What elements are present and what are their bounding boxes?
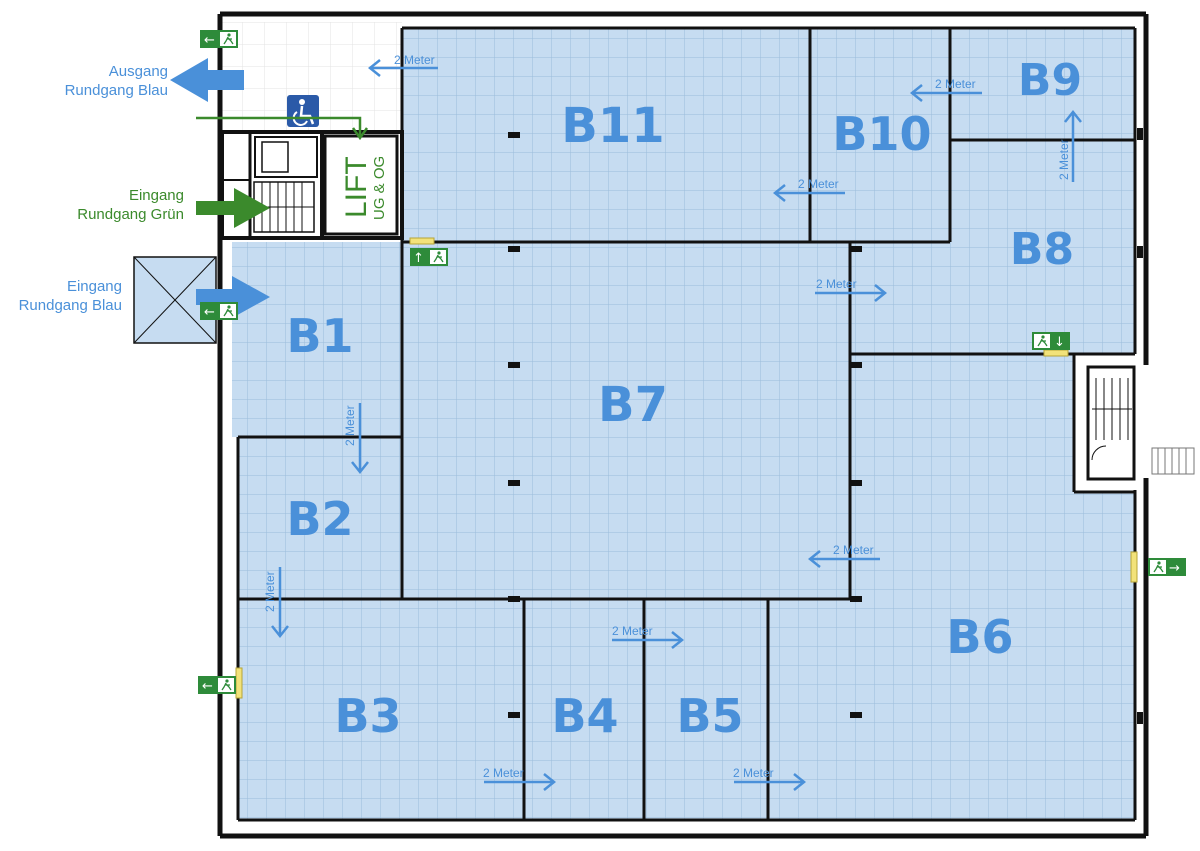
room-label-B7: B7	[598, 377, 668, 433]
outer-walls	[217, 11, 1149, 839]
green-route-arrow	[196, 116, 369, 141]
distance-label: 2 Meter	[263, 571, 277, 612]
room-fills	[232, 28, 1135, 820]
exit-label-line2: Rundgang Blau	[64, 82, 168, 99]
room-label-B3: B3	[334, 689, 401, 743]
distance-label: 2 Meter	[816, 277, 857, 291]
distance-label: 2 Meter	[483, 766, 524, 780]
distance-label: 2 Meter	[798, 177, 839, 191]
svg-text:↑: ↑	[413, 251, 424, 266]
exit-label-line1: Ausgang	[108, 63, 168, 80]
distance-labels: 2 Meter 2 Meter 2 Meter 2 Meter 2 Meter …	[263, 53, 1071, 780]
entrance-label-blue: Eingang Rundgang Blau	[4, 277, 122, 315]
room-label-B4: B4	[551, 689, 618, 743]
svg-text:←: ←	[204, 305, 215, 320]
room-label-B2: B2	[286, 492, 353, 546]
lift-title: LIFT	[340, 156, 373, 218]
wheelchair-icon	[287, 95, 319, 127]
exit-arrow-blue	[170, 58, 244, 102]
entrance-arrow-blue	[196, 276, 270, 318]
exit-label-blue: Ausgang Rundgang Blau	[40, 62, 168, 100]
svg-text:←: ←	[204, 33, 215, 48]
entrance-blue-line2: Rundgang Blau	[18, 297, 122, 314]
room-label-B10: B10	[832, 107, 931, 161]
emergency-exit-sign-icon: ←	[200, 302, 238, 320]
room-label-B6: B6	[946, 610, 1013, 664]
interior-walls	[236, 26, 1137, 822]
distance-label: 2 Meter	[833, 543, 874, 557]
core-stairs-lift	[220, 130, 404, 240]
doors	[235, 237, 1138, 699]
distance-markers	[271, 59, 1082, 791]
room-label-B5: B5	[676, 689, 743, 743]
pillars	[508, 128, 1143, 724]
entrance-green-line1: Eingang	[128, 187, 184, 204]
distance-label: 2 Meter	[612, 624, 653, 638]
room-label-B1: B1	[286, 309, 353, 363]
lift-subtitle: UG & OG	[371, 156, 388, 220]
svg-text:→: →	[1169, 561, 1180, 576]
room-label-B9: B9	[1018, 55, 1082, 106]
svg-text:←: ←	[202, 679, 213, 694]
svg-text:↓: ↓	[1054, 335, 1065, 350]
entrance-green-line2: Rundgang Grün	[77, 206, 184, 223]
distance-label: 2 Meter	[394, 53, 435, 67]
emergency-exit-sign-icon: ↑	[410, 248, 448, 266]
room-labels: B11 B10 B9 B8 B1 B7 B2 B6 B3 B4 B5	[286, 55, 1082, 743]
emergency-exit-sign-icon: ←	[198, 676, 236, 694]
distance-label: 2 Meter	[1057, 139, 1071, 180]
emergency-exit-sign-icon: →	[1148, 558, 1186, 576]
distance-label: 2 Meter	[733, 766, 774, 780]
room-label-B8: B8	[1010, 224, 1074, 275]
entrance-label-green: Eingang Rundgang Grün	[40, 186, 184, 224]
distance-label: 2 Meter	[343, 405, 357, 446]
distance-label: 2 Meter	[935, 77, 976, 91]
emergency-exit-sign-icon: ↓	[1032, 332, 1070, 350]
room-label-B11: B11	[561, 98, 664, 154]
emergency-exit-sign-icon: ←	[200, 30, 238, 48]
entrance-arrow-green	[196, 188, 270, 228]
entrance-blue-line1: Eingang	[66, 278, 122, 295]
staircase-right	[1086, 365, 1195, 481]
